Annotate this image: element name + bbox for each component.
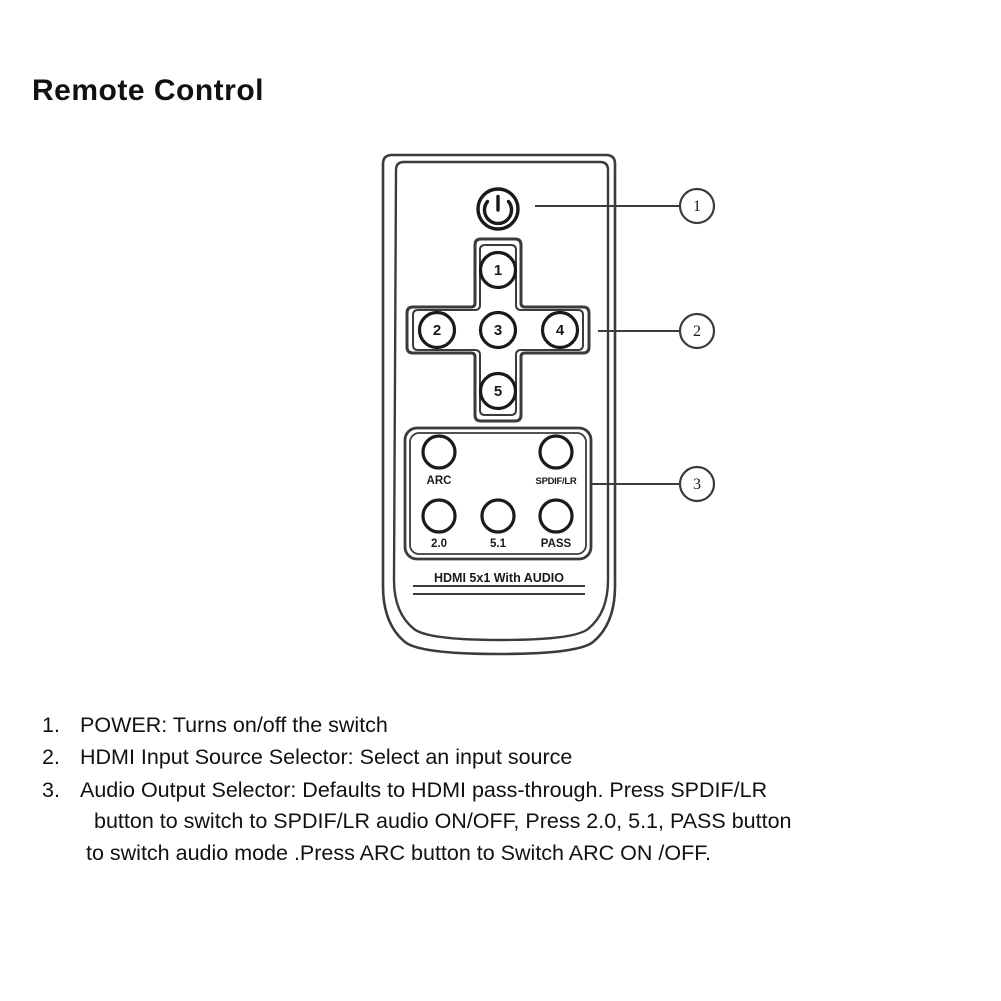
description-line: to switch audio mode .Press ARC button t… — [86, 840, 711, 865]
audio-label-2-0: 2.0 — [431, 538, 447, 550]
description-item-2: 2. HDMI Input Source Selector: Select an… — [42, 742, 982, 773]
dpad-label-right: 4 — [555, 322, 565, 339]
audio-panel-inner — [409, 432, 587, 555]
remote-brand-text: HDMI 5x1 With AUDIO — [434, 571, 564, 585]
description-text-1: POWER: Turns on/off the switch — [80, 710, 982, 741]
dpad-label-center: 3 — [493, 322, 503, 339]
description-text-2: HDMI Input Source Selector: Select an in… — [80, 742, 982, 773]
audio-label-arc: ARC — [426, 475, 452, 487]
description-marker-3: 3. — [42, 777, 60, 802]
description-item-3: 3. Audio Output Selector: Defaults to HD… — [42, 775, 982, 869]
description-marker-2: 2. — [42, 745, 60, 770]
audio-button-spdif-lr[interactable] — [538, 434, 574, 470]
description-marker-1: 1. — [42, 713, 60, 737]
description-line: button to switch to SPDIF/LR audio ON/OF… — [94, 809, 792, 834]
description-list: 1. POWER: Turns on/off the switch 2. HDM… — [42, 710, 982, 870]
dpad-label-up: 1 — [493, 262, 503, 279]
audio-button-2-0[interactable] — [421, 498, 457, 534]
dpad-label-left: 2 — [432, 322, 442, 339]
dpad-label-down: 5 — [493, 383, 503, 400]
audio-button-arc[interactable] — [421, 434, 457, 470]
audio-button-5-1[interactable] — [480, 498, 516, 534]
description-line: HDMI Input Source Selector: Select an in… — [80, 745, 573, 770]
callout-label-2: 2 — [693, 323, 701, 340]
audio-button-pass[interactable] — [538, 498, 574, 534]
description-item-1: 1. POWER: Turns on/off the switch — [42, 710, 982, 741]
description-text-3: Audio Output Selector: Defaults to HDMI … — [80, 775, 982, 869]
page-title: Remote Control — [32, 74, 264, 107]
callout-label-1: 1 — [693, 198, 701, 215]
description-line: Audio Output Selector: Defaults to HDMI … — [80, 777, 768, 802]
audio-label-pass: PASS — [540, 538, 572, 550]
audio-label-5-1: 5.1 — [490, 538, 506, 550]
description-line: POWER: Turns on/off the switch — [80, 713, 388, 737]
remote-body-inner — [392, 160, 610, 642]
power-icon-arc — [482, 199, 514, 226]
audio-label-spdif-lr: SPDIF/LR — [535, 476, 577, 487]
callout-label-3: 3 — [693, 476, 701, 493]
power-button[interactable] — [476, 187, 520, 231]
